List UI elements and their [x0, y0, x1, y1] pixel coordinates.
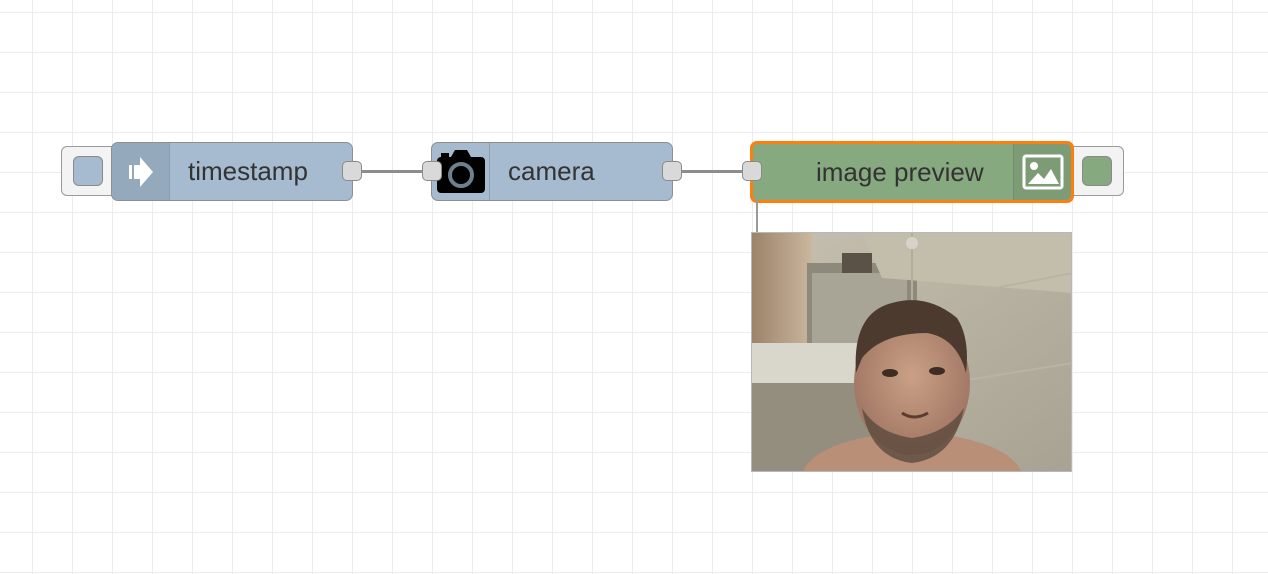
- camera-icon: [436, 149, 485, 193]
- node-label-image-preview: image preview: [816, 156, 984, 187]
- preview-link-line: [756, 200, 758, 233]
- wire-camera-preview[interactable]: [682, 170, 752, 173]
- image-icon: [1022, 154, 1063, 190]
- node-label-timestamp: timestamp: [188, 156, 308, 186]
- port-camera-output[interactable]: [662, 161, 682, 181]
- preview-toggle-button[interactable]: [1082, 156, 1112, 186]
- port-timestamp-output[interactable]: [342, 161, 362, 181]
- preview-button-frame: [1066, 146, 1124, 196]
- inject-button-frame: [61, 146, 117, 196]
- preview-image: [751, 232, 1072, 472]
- arrow-in-icon: [128, 156, 153, 187]
- node-timestamp[interactable]: timestamp: [111, 142, 353, 201]
- node-image-preview[interactable]: image preview: [750, 141, 1074, 203]
- wire-timestamp-camera[interactable]: [362, 170, 432, 173]
- node-camera-icon-area: [432, 143, 490, 200]
- node-label-camera: camera: [508, 156, 595, 186]
- inject-trigger-button[interactable]: [73, 156, 103, 186]
- port-preview-input[interactable]: [742, 161, 762, 181]
- webcam-photo: [752, 233, 1071, 471]
- port-camera-input[interactable]: [422, 161, 442, 181]
- node-timestamp-icon-area: [112, 143, 170, 200]
- node-image-preview-icon-area: [1013, 144, 1071, 200]
- node-camera[interactable]: camera: [431, 142, 673, 201]
